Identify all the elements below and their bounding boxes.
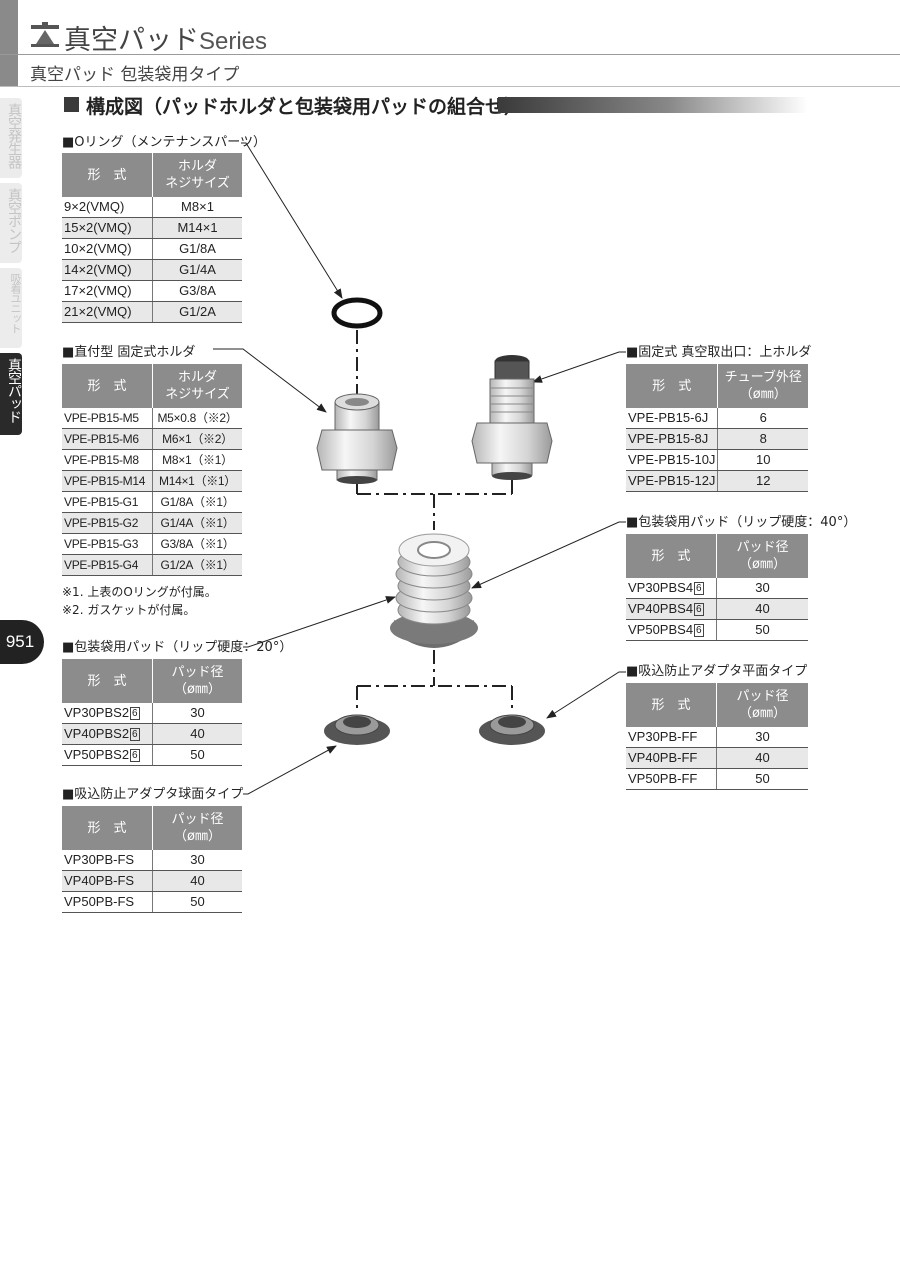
note-1: ※1. 上表のOリングが付属。 [62,585,217,599]
adapter-ff-caption: ■吸込防止アダプタ平面タイプ [626,664,808,679]
material-code-badge: 6 [694,624,704,637]
leader-pad20 [243,596,396,648]
col-model: 形 式 [62,364,153,408]
side-tab-suction-unit[interactable]: 吸着ユニット [0,268,22,348]
col-model: 形 式 [62,806,153,850]
o-ring-icon [331,297,383,329]
table-row: 21×2(VMQ)G1/2A [62,301,242,323]
col-pad-diameter: パッド径 （ø㎜） [152,659,242,703]
material-code-badge: 6 [130,707,140,720]
table-row: 10×2(VMQ)G1/8A [62,238,242,260]
section-marker-icon [64,97,79,112]
material-code-badge: 6 [130,749,140,762]
pad40-caption: ■包装袋用パッド（リップ硬度：40°） [626,515,857,530]
adapter-icon [324,714,390,745]
oring-caption: ■Oリング（メンテナンスパーツ） [62,135,266,150]
series-title: 真空パッドSeries [64,18,267,57]
series-title-en: Series [199,28,268,55]
side-tab-vacuum-pad[interactable]: 真空パッド [0,353,22,435]
header-accent-bar [0,0,18,86]
col-model: 形 式 [62,659,153,703]
vacuum-pad-series-icon [31,22,59,47]
material-code-badge: 6 [694,582,704,595]
section-title: 構成図（パッドホルダと包装袋用パッドの組合せ） [86,96,524,118]
direct-holder-caption: ■直付型 固定式ホルダ [62,345,196,360]
leader-adapter-fs [243,745,337,795]
table-row: 9×2(VMQ)M8×1 [62,197,242,218]
col-pad-diameter: パッド径 （ø㎜） [152,806,242,850]
pad20-caption: ■包装袋用パッド（リップ硬度：20°） [62,640,293,655]
leader-upper-holder [532,351,626,383]
header-divider [0,54,900,55]
leader-adapter-ff [546,671,626,719]
upper-holder-caption: ■固定式 真空取出口：上ホルダ [626,345,812,360]
section-title-bar [498,97,808,113]
series-title-jp: 真空パッド [64,25,199,56]
table-row: 15×2(VMQ)M14×1 [62,217,242,239]
side-tab-vacuum-pump[interactable]: 真空ポンプ [0,183,22,263]
oring-table: 形 式 ホルダ ネジサイズ 9×2(VMQ)M8×1 15×2(VMQ)M14×… [62,153,242,323]
col-thread-size: ホルダ ネジサイズ [152,153,242,197]
center-lines [356,330,513,712]
col-tube-diameter: チューブ外径 （ø㎜） [717,364,808,408]
col-pad-diameter: パッド径 （ø㎜） [716,534,808,578]
holder-icon [316,393,398,484]
note-2: ※2. ガスケットが付属。 [62,603,196,617]
col-pad-diameter: パッド径 （ø㎜） [716,683,808,727]
col-thread-size: ホルダ ネジサイズ [152,364,242,408]
leader-oring [241,142,343,299]
material-code-badge: 6 [694,603,704,616]
adapter-flat-icon [479,714,545,745]
page-number: 951 [0,620,44,664]
page-subtitle: 真空パッド 包装袋用タイプ [30,65,240,85]
material-code-badge: 6 [130,728,140,741]
col-model: 形 式 [626,534,717,578]
table-row: 14×2(VMQ)G1/4A [62,259,242,281]
leader-direct-holder [213,348,327,413]
leader-pad40 [471,521,626,589]
subtitle-divider [0,86,900,87]
upper-holder-icon [471,355,553,480]
leader-lines [213,142,626,795]
col-model: 形 式 [62,153,153,197]
side-tab-vacuum-generator[interactable]: 真空発生器 [0,98,22,178]
table-row: 17×2(VMQ)G3/8A [62,280,242,302]
bellows-pad-icon [390,533,478,648]
col-model: 形 式 [626,683,717,727]
col-model: 形 式 [626,364,719,408]
adapter-fs-caption: ■吸込防止アダプタ球面タイプ [62,787,244,802]
